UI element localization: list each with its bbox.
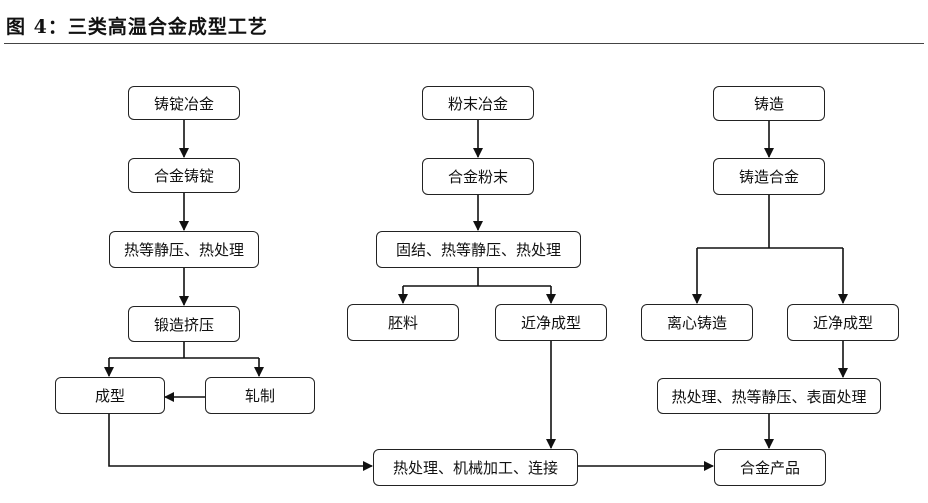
node-hip-heat-treatment: 热等静压、热处理 (109, 231, 259, 268)
arrow-forming-to-machining (108, 414, 373, 471)
node-cast-alloy: 铸造合金 (713, 158, 825, 195)
split-consolidation (403, 268, 551, 287)
split-cast-alloy (697, 195, 843, 249)
node-ingot-metallurgy: 铸锭冶金 (128, 86, 240, 120)
node-near-net-shaping-powder: 近净成型 (495, 304, 607, 341)
node-centrifugal-casting: 离心铸造 (641, 304, 753, 341)
node-casting: 铸造 (713, 86, 825, 121)
node-consolidation: 固结、热等静压、热处理 (376, 231, 581, 268)
node-alloy-ingot: 合金铸锭 (128, 158, 240, 193)
node-alloy-powder: 合金粉末 (422, 158, 534, 195)
node-heat-hip-surface: 热处理、热等静压、表面处理 (657, 378, 881, 414)
node-rolling: 轧制 (205, 377, 315, 414)
node-powder-metallurgy: 粉末冶金 (422, 86, 534, 120)
node-machining-joining: 热处理、机械加工、连接 (373, 449, 578, 486)
node-alloy-product: 合金产品 (714, 449, 826, 486)
node-near-net-shaping-cast: 近净成型 (787, 304, 899, 341)
figure-title: 图 4：三类高温合金成型工艺 (6, 16, 268, 38)
split-forge (109, 342, 259, 359)
title-rule (4, 43, 924, 44)
node-forging-extrusion: 锻造挤压 (128, 306, 240, 342)
node-forming: 成型 (55, 377, 165, 414)
node-billet: 胚料 (347, 304, 459, 341)
